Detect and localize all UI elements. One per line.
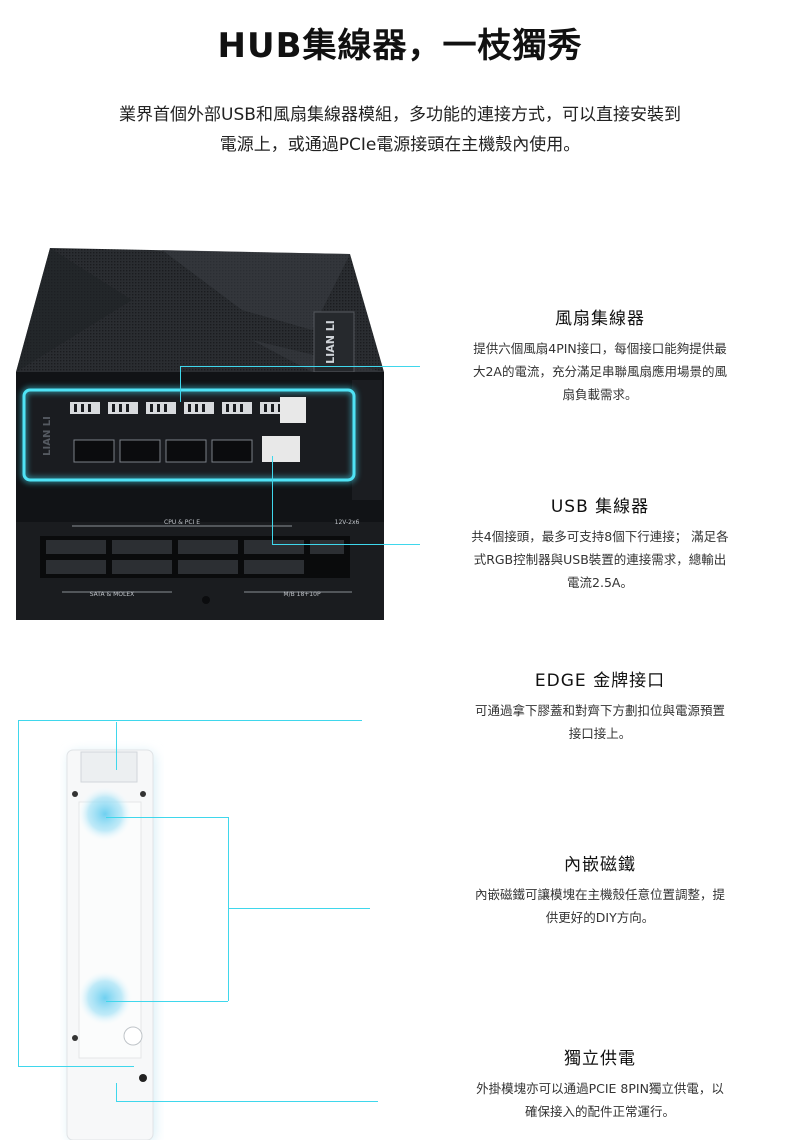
feature-title: USB 集線器 [550,497,650,517]
feature-desc-line: 接口接上。 [568,726,632,741]
feature-fan-hub: 風扇集線器 提供六個風扇4PIN接口，每個接口能夠提供最 大2A的電流，充分滿足… [440,304,760,406]
feature-desc-line: 內嵌磁鐵可讓模塊在主機殼任意位置調整，提 [474,887,725,902]
feature-desc: 可通過拿下膠蓋和對齊下方劃扣位與電源預置 接口接上。 [440,699,760,745]
feature-desc-line: 式RGB控制器與USB裝置的連接需求，總輸出 [473,552,727,567]
feature-title: EDGE 金牌接口 [534,671,666,691]
feature-desc-line: 確保接入的配件正常運行。 [524,1104,675,1119]
sata-molex-label: SATA & MOLEX [90,591,135,598]
feature-desc-line: 電流2.5A。 [567,575,633,590]
feature-desc-line: 共4個接頭，最多可支持8個下行連接； 滿足各 [471,529,729,544]
feature-title: 風扇集線器 [555,309,645,329]
feature-desc-line: 外掛模塊亦可以通過PCIE 8PIN獨立供電，以 [476,1081,724,1096]
callout-line [272,456,273,544]
callout-line [228,817,229,1001]
callout-line [116,1083,117,1101]
feature-independent-power: 獨立供電 外掛模塊亦可以通過PCIE 8PIN獨立供電，以 確保接入的配件正常運… [440,1044,760,1123]
volt-label: 12V-2x6 [335,519,360,526]
hub-side-logo: LIAN LI [42,416,53,456]
feature-title: 內嵌磁鐵 [564,855,636,875]
callout-line [106,1001,228,1002]
feature-desc-line: 提供六個風扇4PIN接口，每個接口能夠提供最 [473,341,727,356]
callout-line [106,817,228,818]
intro-text: 業界首個外部USB和風扇集線器模組，多功能的連接方式，可以直接安裝到 電源上，或… [40,100,760,160]
intro-line: 業界首個外部USB和風扇集線器模組，多功能的連接方式，可以直接安裝到 [119,105,681,125]
feature-desc-line: 供更好的DIY方向。 [545,910,655,925]
hub-back-image [66,749,155,1140]
feature-desc-line: 扇負載需求。 [562,387,638,402]
callout-line [18,720,19,1066]
intro-line: 電源上，或通過PCIe電源接頭在主機殼內使用。 [219,135,581,155]
mb-label: M/B 18+10P [283,591,321,598]
cpu-pcie-label: CPU & PCI E [164,519,200,526]
feature-desc-line: 可通過拿下膠蓋和對齊下方劃扣位與電源預置 [474,703,725,718]
callout-line [18,1066,134,1067]
callout-line [116,1101,378,1102]
callout-line [18,720,362,721]
usb-headers [73,439,253,463]
feature-desc: 內嵌磁鐵可讓模塊在主機殼任意位置調整，提 供更好的DIY方向。 [440,883,760,929]
psu-hub-image: LIAN LI LIAN LI CPU & PCI E 12V-2x6 [16,248,384,620]
callout-line [116,722,117,770]
feature-desc-line: 大2A的電流，充分滿足串聯風扇應用場景的風 [472,364,727,379]
page-title: HUB集線器，一枝獨秀 [217,26,583,66]
feature-magnet: 內嵌磁鐵 內嵌磁鐵可讓模塊在主機殼任意位置調整，提 供更好的DIY方向。 [440,850,760,929]
callout-line [180,366,420,367]
psu-brand-logo: LIAN LI [324,320,337,364]
callout-line [228,908,370,909]
feature-desc: 外掛模塊亦可以通過PCIE 8PIN獨立供電，以 確保接入的配件正常運行。 [440,1077,760,1123]
feature-title: 獨立供電 [564,1049,636,1069]
feature-usb-hub: USB 集線器 共4個接頭，最多可支持8個下行連接； 滿足各 式RGB控制器與U… [440,492,760,594]
callout-line [272,544,420,545]
feature-desc: 提供六個風扇4PIN接口，每個接口能夠提供最 大2A的電流，充分滿足串聯風扇應用… [440,337,760,406]
feature-desc: 共4個接頭，最多可支持8個下行連接； 滿足各 式RGB控制器與USB裝置的連接需… [440,525,760,594]
feature-edge-connector: EDGE 金牌接口 可通過拿下膠蓋和對齊下方劃扣位與電源預置 接口接上。 [440,666,760,745]
callout-line [180,366,181,402]
